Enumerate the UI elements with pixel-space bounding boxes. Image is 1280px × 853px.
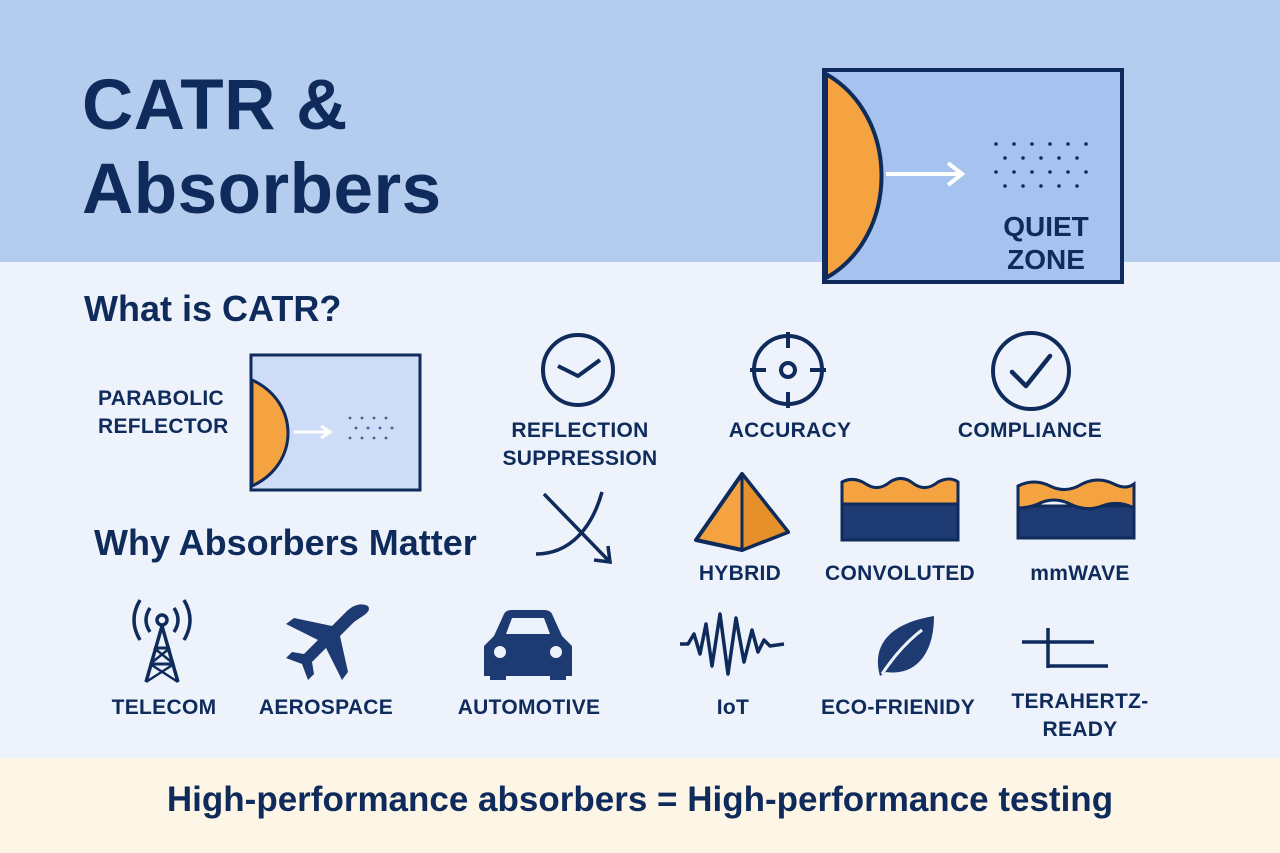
car-icon (484, 610, 572, 680)
leaf-icon (877, 616, 934, 676)
quiet-zone-label-2: ZONE (1007, 244, 1085, 275)
beam-arrow-head (946, 161, 966, 187)
reflection-arrow-icon (535, 491, 613, 565)
parabolic-reflector-label: PARABOLIC REFLECTOR (98, 387, 229, 438)
footer-tagline: High-performance absorbers = High-perfor… (166, 780, 1114, 819)
why-absorbers-heading: Why Absorbers Matter (94, 522, 477, 563)
reflection-suppression-label: REFLECTION SUPPRESSION (502, 419, 658, 470)
airplane-icon (286, 604, 369, 680)
catr-hero-diagram: QUIET ZONE (822, 68, 1124, 284)
convoluted-label: CONVOLUTED (825, 562, 975, 585)
footer-band (0, 758, 1280, 853)
checkmark-icon (991, 331, 1071, 411)
telecom-label: TELECOM (111, 696, 217, 719)
iot-label: IoT (716, 696, 750, 719)
target-icon (750, 332, 826, 408)
page-title: CATR & Absorbers (82, 64, 602, 232)
waveform-icon (680, 612, 785, 676)
quiet-zone-dots (994, 142, 1088, 188)
antenna-tower-icon (132, 599, 192, 684)
pyramid-absorber-icon (694, 472, 790, 552)
mmwave-label: mmWAVE (1030, 562, 1130, 585)
what-is-catr-heading: What is CATR? (84, 288, 342, 329)
catr-small-diagram (249, 353, 422, 492)
hybrid-label: HYBRID (698, 562, 782, 585)
title-line-2: Absorbers (82, 150, 442, 229)
parabolic-reflector-shape (824, 70, 884, 282)
automotive-label: AUTOMOTIVE (457, 696, 601, 719)
eco-friendly-label: ECO-FRIENIDY (820, 696, 976, 719)
terahertz-ready-label: TERAHERTZ- READY (1011, 690, 1149, 741)
title-line-1: CATR & (82, 66, 348, 145)
mmwave-absorber-icon (1016, 478, 1136, 540)
quiet-zone-label-1: QUIET (1003, 211, 1089, 242)
aerospace-label: AEROSPACE (258, 696, 394, 719)
convoluted-absorber-icon (840, 477, 960, 542)
compliance-label: COMPLIANCE (957, 419, 1103, 442)
accuracy-label: ACCURACY (728, 419, 852, 442)
clock-icon (541, 333, 615, 407)
terahertz-icon (1022, 628, 1108, 668)
